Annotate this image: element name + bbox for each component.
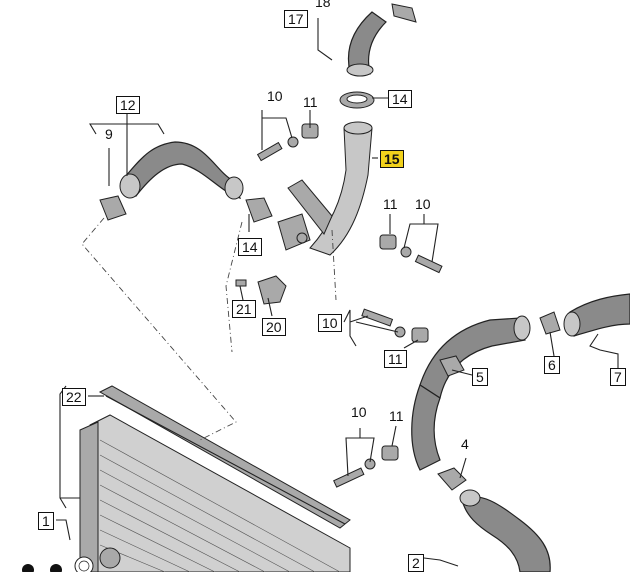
callout-10-upper: 10 <box>267 88 283 104</box>
callout-14-upper: 14 <box>388 90 412 108</box>
callout-11-lower: 11 <box>389 408 404 424</box>
sensor-20 <box>235 275 287 305</box>
callout-22: 22 <box>62 388 86 406</box>
callout-14-lower: 14 <box>238 238 262 256</box>
hose-12 <box>99 141 273 223</box>
hose-5 <box>411 311 561 471</box>
bolt-set-right <box>379 234 443 274</box>
bolt-set-lower <box>333 445 399 488</box>
callout-10-lower: 10 <box>351 404 367 420</box>
radiator-top-bar <box>98 385 351 529</box>
radiator <box>79 414 351 572</box>
callout-12: 12 <box>116 96 140 114</box>
bolt-set-upper <box>256 123 319 162</box>
callout-10-right: 10 <box>415 196 431 212</box>
callout-18: 18 <box>315 0 331 10</box>
callout-9: 9 <box>105 126 113 142</box>
callout-21: 21 <box>232 300 256 318</box>
dash-dot-lines <box>81 217 337 441</box>
callout-15: 15 <box>380 150 404 168</box>
stamp-icon <box>22 556 94 572</box>
hose-7 <box>563 293 630 337</box>
callout-4: 4 <box>461 436 469 452</box>
coolant-pipe-15 <box>277 121 373 256</box>
callout-17: 17 <box>284 10 308 28</box>
callout-5: 5 <box>472 368 488 386</box>
callout-1: 1 <box>38 512 54 530</box>
callout-11-middle: 11 <box>384 350 407 368</box>
hose-upper-17 <box>346 3 417 77</box>
callout-10-middle: 10 <box>318 314 342 332</box>
callout-11-upper: 11 <box>303 94 318 110</box>
callout-2: 2 <box>408 554 424 572</box>
clamp-14-upper <box>339 91 375 109</box>
callout-7: 7 <box>610 368 626 386</box>
hose-2 <box>437 467 551 572</box>
callout-6: 6 <box>544 356 560 374</box>
callout-11-right: 11 <box>383 196 398 212</box>
bolt-set-middle <box>361 308 429 343</box>
callout-20: 20 <box>262 318 286 336</box>
